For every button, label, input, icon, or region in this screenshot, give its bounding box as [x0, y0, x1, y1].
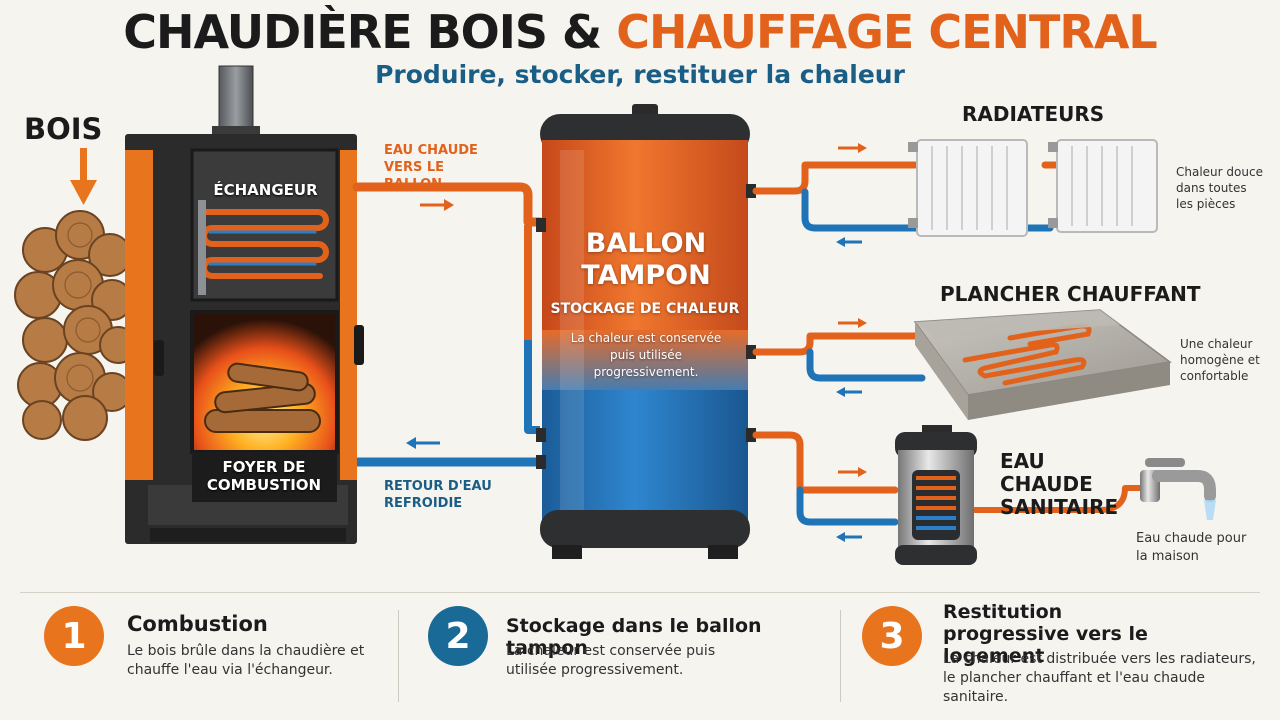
radiators-title: RADIATEURS — [962, 102, 1105, 126]
hot-water-title: EAU CHAUDE SANITAIRE — [1000, 449, 1119, 519]
pipe-to-hot-water-tank — [752, 431, 1148, 526]
step-3-badge: 3 — [862, 606, 922, 666]
hot-water-cylinder-icon — [895, 425, 977, 565]
radiator-icon — [1048, 139, 1158, 233]
floor-heating-title: PLANCHER CHAUFFANT — [940, 282, 1201, 306]
wood-logs-icon — [14, 210, 137, 441]
flow-arrow-icon — [406, 199, 454, 449]
pipe-return-tank-to-boiler — [357, 225, 540, 467]
pipe-to-floor — [752, 332, 926, 382]
boiler-illustration — [125, 65, 364, 544]
step-2-title: Stockage dans le ballon tampon — [506, 615, 762, 659]
page-title: CHAUDIÈRE BOIS & CHAUFFAGE CENTRAL — [0, 8, 1280, 56]
pipe-to-radiators — [752, 161, 1059, 232]
underfloor-heating-icon — [913, 309, 1172, 420]
step-1-description: Le bois brûle dans la chaudière et chauf… — [127, 643, 365, 678]
tank-description: La chaleur est conservée puis utilisée p… — [570, 331, 722, 379]
step-3-title: Restitution progressive vers le logement — [943, 601, 1148, 667]
arrow-down-icon — [70, 148, 97, 205]
pipe-hot-boiler-to-tank — [352, 182, 545, 227]
step-2-description: La chaleur est conservée puis utilisée p… — [506, 643, 716, 678]
floor-heating-note: Une chaleur homogène et confortable — [1180, 337, 1260, 384]
tank-subtitle: STOCKAGE DE CHALEUR — [550, 301, 740, 317]
faucet-icon — [1140, 458, 1216, 520]
exchanger-label: ÉCHANGEUR — [213, 181, 318, 199]
return-pipe-label: RETOUR D'EAU REFROIDIE — [384, 479, 492, 511]
wood-label: BOIS — [24, 112, 103, 146]
section-divider — [20, 592, 1260, 593]
buffer-tank-illustration — [536, 104, 756, 559]
step-3-description: La chaleur est distribuée vers les radia… — [943, 651, 1256, 705]
tank-title: BALLON TAMPON — [581, 228, 711, 291]
radiators-note: Chaleur douce dans toutes les pièces — [1176, 165, 1263, 212]
page-subtitle: Produire, stocker, restituer la chaleur — [375, 60, 905, 89]
step-1-badge: 1 — [44, 606, 104, 666]
hot-water-pipe-label: EAU CHAUDE VERS LE BALLON — [384, 143, 478, 192]
title-part-1: CHAUDIÈRE BOIS & — [123, 5, 602, 59]
step-2-badge: 2 — [428, 606, 488, 666]
flow-arrow-icon — [836, 143, 867, 542]
step-divider — [840, 610, 841, 702]
title-part-2: CHAUFFAGE CENTRAL — [616, 5, 1158, 59]
step-1-title: Combustion — [127, 612, 268, 636]
step-divider — [398, 610, 399, 702]
hot-water-note: Eau chaude pour la maison — [1136, 531, 1247, 564]
firebox-label: FOYER DE COMBUSTION — [206, 458, 322, 494]
radiator-icon — [908, 139, 1028, 237]
